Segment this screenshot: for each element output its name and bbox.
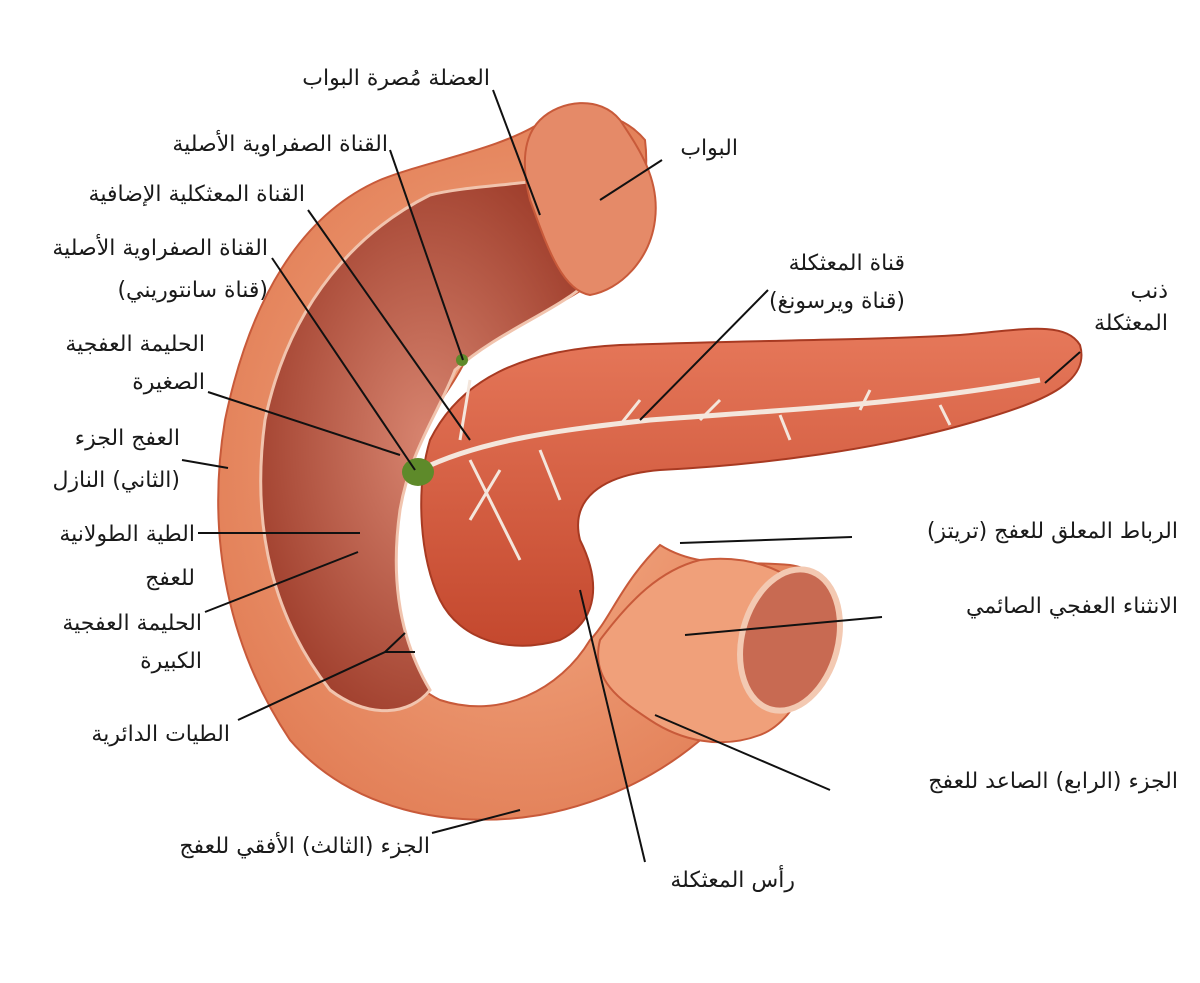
label-descending-duodenum: العفج الجزء(الثاني) النازل	[52, 426, 180, 493]
label-pylorus: البواب	[680, 136, 738, 161]
label-common-bile-duct: القناة الصفراوية الأصلية	[172, 132, 388, 157]
leader-lines	[181, 89, 1081, 863]
label-wirsung-duct: قناة المعثكلة(قناة ويرسونغ)	[768, 251, 905, 314]
label-ascending-duodenum: الجزء (الرابع) الصاعد للعفج	[928, 769, 1178, 794]
label-pancreas-head: رأس المعثكلة	[670, 868, 795, 893]
label-treitz-ligament: الرباط المعلق للعفج (تريتز)	[926, 519, 1178, 544]
pylorus-shape	[523, 102, 657, 297]
jejunum-opening	[737, 566, 843, 714]
label-pyloric-sphincter: العضلة مُصرة البواب	[302, 66, 490, 91]
duct-branches	[458, 379, 952, 561]
minor-papilla-shape	[402, 458, 434, 486]
label-accessory-pancreatic-duct: القناة المعثكلية الإضافية	[88, 182, 305, 207]
label-horizontal-duodenum: الجزء (الثالث) الأفقي للعفج	[179, 834, 430, 859]
label-circular-folds: الطيات الدائرية	[91, 722, 230, 747]
pancreatic-duct	[418, 377, 1041, 473]
pancreas-shape	[420, 327, 1083, 647]
label-duodenojejunal-flexure: الانثناء العفجي الصائمي	[966, 594, 1178, 619]
label-santorini-duct: القناة الصفراوية الأصلية(قناة سانتوريني)	[52, 236, 268, 303]
